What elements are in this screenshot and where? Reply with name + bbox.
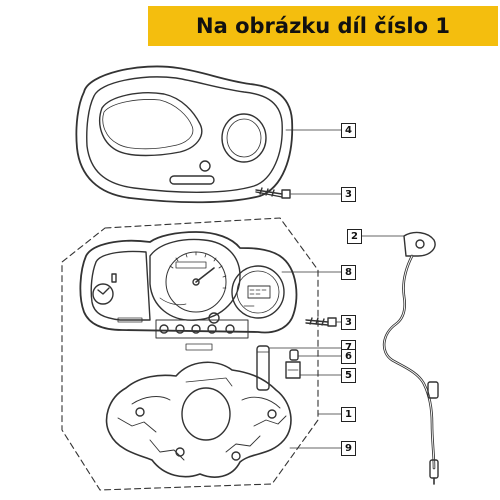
instrument-cover [75, 65, 294, 204]
bulb-large [256, 345, 270, 391]
callout-9: 9 [341, 441, 356, 456]
callout-3-lower: 3 [341, 315, 356, 330]
bulb-small [289, 349, 299, 361]
instrument-back-housing [105, 361, 292, 478]
callout-1: 1 [341, 407, 356, 422]
callout-4: 4 [341, 123, 356, 138]
callout-3-upper: 3 [341, 187, 356, 202]
callout-8: 8 [341, 265, 356, 280]
callout-2: 2 [347, 229, 362, 244]
instrument-panel-front [79, 231, 298, 351]
screw-upper [255, 187, 291, 199]
callout-5: 5 [341, 368, 356, 383]
title-banner: Na obrázku díl číslo 1 [148, 6, 498, 46]
leader-lines [268, 129, 405, 449]
screw-lower [305, 317, 337, 327]
title-text: Na obrázku díl číslo 1 [196, 14, 450, 38]
bulb-socket [285, 361, 301, 379]
speedometer-cable [382, 231, 439, 485]
assembly-boundary [61, 217, 319, 491]
callout-6: 6 [341, 349, 356, 364]
